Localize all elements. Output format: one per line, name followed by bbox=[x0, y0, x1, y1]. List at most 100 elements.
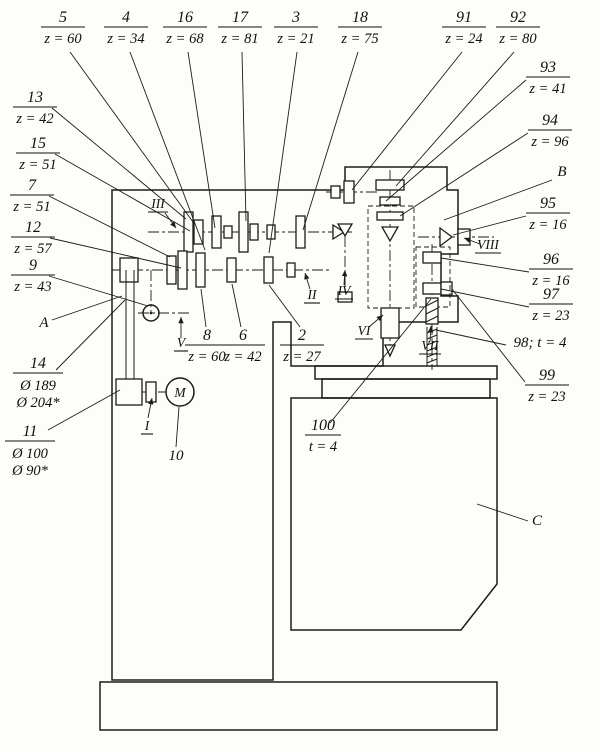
teeth-count: z = 51 bbox=[18, 157, 56, 173]
leader-9 bbox=[48, 275, 149, 307]
teeth-count: z = 23 bbox=[531, 308, 569, 324]
table-block bbox=[290, 397, 498, 631]
shaft-roman-numeral: VII bbox=[421, 338, 440, 353]
leader-5 bbox=[69, 51, 194, 223]
gear-96 bbox=[422, 251, 442, 264]
teeth-count: z = 60 bbox=[187, 349, 226, 365]
leader-2 bbox=[268, 284, 301, 328]
gear-6 bbox=[226, 257, 237, 283]
callout-part-4: 4 z = 34 bbox=[104, 9, 148, 47]
label-10: 10 bbox=[169, 448, 185, 464]
callout-part-100: 100 t = 4 bbox=[305, 417, 341, 455]
teeth-count: z = 80 bbox=[498, 31, 537, 47]
leader-97 bbox=[440, 288, 530, 308]
leader-91 bbox=[351, 51, 463, 191]
shaft-roman-numeral: V bbox=[177, 335, 187, 350]
callout-part-91: 91 z = 24 bbox=[442, 9, 486, 47]
callout-part-96: 96 z = 16 bbox=[529, 251, 573, 289]
callout-part-6: 6 z = 42 bbox=[221, 327, 265, 365]
shaft-label-II: II bbox=[304, 287, 320, 304]
callout-part-95: 95 z = 16 bbox=[526, 195, 570, 233]
teeth-count: z = 51 bbox=[12, 199, 50, 215]
shaft-label-VIII: VIII bbox=[475, 237, 501, 254]
part-number: 3 bbox=[291, 9, 300, 26]
idler-gear-center bbox=[149, 311, 153, 315]
part-number: 96 bbox=[543, 251, 559, 268]
leader-95 bbox=[452, 215, 527, 236]
callout-part-18: 18 z = 75 bbox=[338, 9, 382, 47]
gear-18 bbox=[295, 215, 306, 249]
arrow-shaft-VII bbox=[427, 325, 434, 342]
gear-12 bbox=[177, 250, 188, 290]
teeth-count: z = 43 bbox=[13, 279, 51, 295]
gear-7 bbox=[166, 255, 177, 285]
arrow-shaft-III bbox=[164, 212, 177, 229]
part-number: 17 bbox=[232, 9, 249, 26]
table-top-plate bbox=[314, 365, 498, 380]
gear-97 bbox=[422, 282, 442, 295]
shaft-roman-numeral: VI bbox=[358, 323, 372, 338]
leader-7 bbox=[48, 195, 171, 258]
top-shaft-hub bbox=[330, 185, 341, 199]
teeth-count: z = 96 bbox=[530, 134, 569, 150]
leader-12 bbox=[49, 237, 182, 269]
lower-pulley bbox=[115, 378, 143, 406]
part-number: 18 bbox=[352, 9, 368, 26]
leader-16 bbox=[187, 51, 216, 229]
spindle-nose bbox=[383, 344, 397, 358]
upper-pulley bbox=[119, 257, 139, 283]
part-number: 2 bbox=[298, 327, 306, 344]
callout-part-11: 11 Ø 100 Ø 90* bbox=[5, 423, 55, 479]
gear-shaft-4-lower bbox=[337, 291, 353, 303]
shaft-label-V: V bbox=[174, 335, 188, 352]
label-A: A bbox=[38, 315, 49, 331]
diameter-2: Ø 90* bbox=[11, 463, 49, 479]
leader-98 bbox=[435, 329, 507, 346]
leader-4 bbox=[129, 51, 206, 251]
leader-lines bbox=[47, 51, 553, 522]
part-number: 12 bbox=[25, 219, 41, 236]
part-number: 99 bbox=[539, 367, 555, 384]
teeth-count: z = 16 bbox=[528, 217, 567, 233]
gear-93 bbox=[379, 196, 401, 206]
leader-96 bbox=[440, 257, 530, 273]
part-number: 92 bbox=[510, 9, 526, 26]
gears-shaft-3 bbox=[183, 211, 346, 253]
leader-18 bbox=[302, 51, 359, 231]
leader-11 bbox=[47, 389, 121, 431]
callout-part-12: 12 z = 57 bbox=[11, 219, 55, 257]
shaft-label-IV: IV bbox=[335, 283, 353, 300]
callout-part-9: 9 z = 43 bbox=[11, 257, 55, 295]
part-number: 13 bbox=[27, 89, 43, 106]
gear-94 bbox=[376, 211, 404, 221]
leader-8 bbox=[200, 288, 207, 328]
arrow-shaft-IV bbox=[341, 269, 348, 286]
motor-letter: M bbox=[173, 385, 186, 400]
teeth-count: z = 23 bbox=[527, 389, 565, 405]
leader-C bbox=[476, 503, 529, 522]
leader-3 bbox=[268, 51, 298, 254]
shaft-label-I: I bbox=[141, 418, 153, 435]
teeth-count: z = 34 bbox=[106, 31, 144, 47]
callout-part-92: 92 z = 80 bbox=[496, 9, 540, 47]
part-number: 15 bbox=[30, 135, 46, 152]
callout-part-8: 8 z = 60 bbox=[185, 327, 229, 365]
part-number: 100 bbox=[311, 417, 335, 434]
part-number: 93 bbox=[540, 59, 556, 76]
teeth-count: z = 21 bbox=[276, 31, 314, 47]
part-number: 94 bbox=[542, 112, 558, 129]
leader-10 bbox=[175, 406, 180, 448]
arrow-shaft-I bbox=[147, 397, 154, 419]
label-98: 98; t = 4 bbox=[513, 335, 567, 351]
shaft-roman-numeral: II bbox=[307, 287, 318, 302]
gears-shaft-2 bbox=[166, 250, 296, 290]
teeth-count: z = 57 bbox=[13, 241, 52, 257]
part-number: 14 bbox=[30, 355, 46, 372]
gear-17 bbox=[238, 211, 249, 253]
leader-99 bbox=[451, 288, 526, 383]
callout-part-2: 2 z = 27 bbox=[280, 327, 324, 365]
part-number: 6 bbox=[239, 327, 247, 344]
part-number: 7 bbox=[28, 177, 37, 194]
